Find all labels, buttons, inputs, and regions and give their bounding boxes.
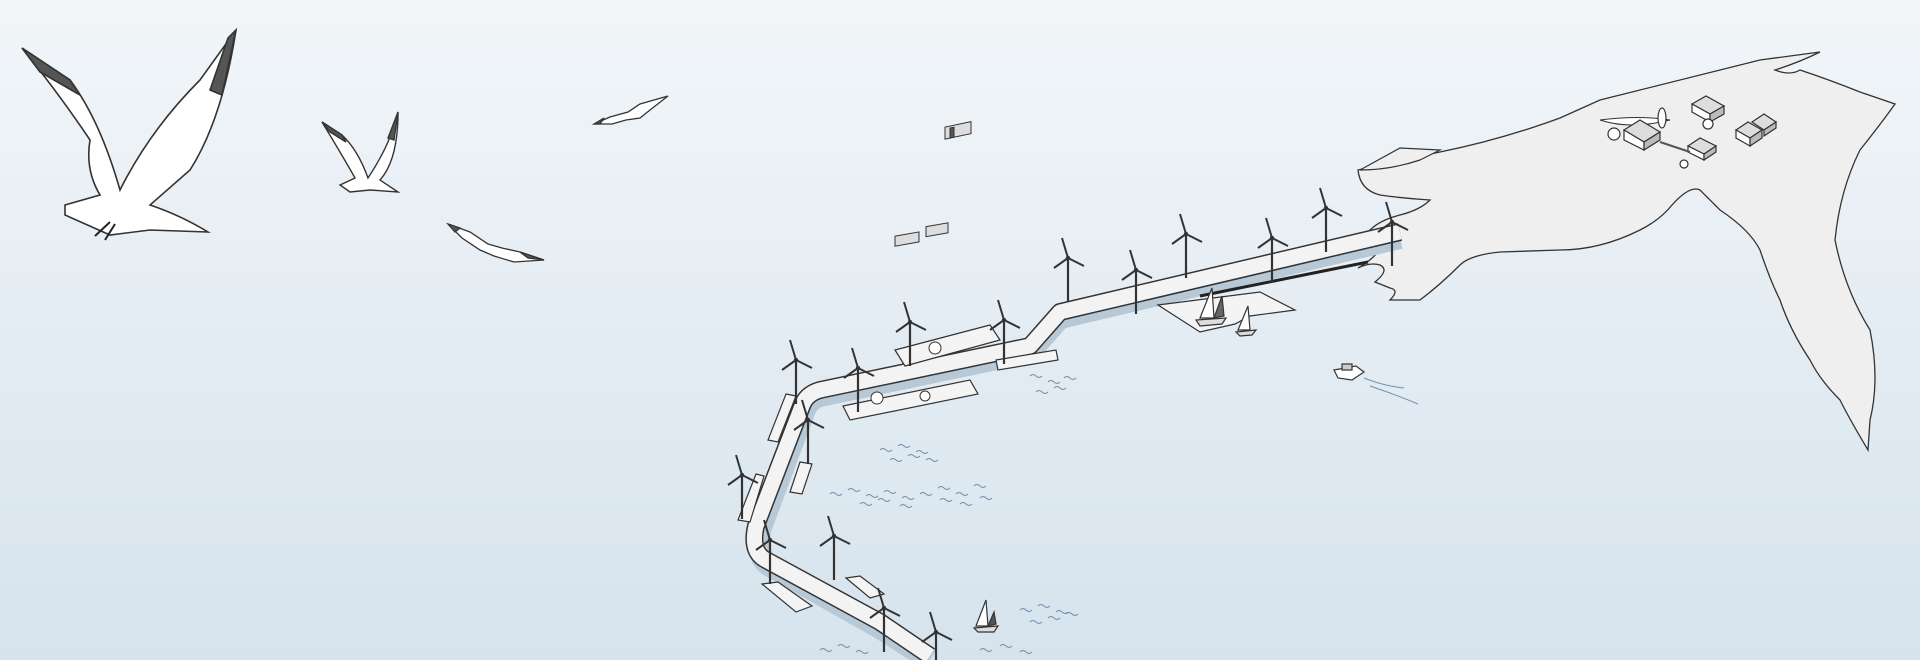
sailboat	[1234, 305, 1258, 337]
seagull-medium	[321, 111, 401, 193]
seagull-large	[21, 27, 238, 241]
sailboat	[1194, 287, 1228, 327]
boardwalk	[745, 223, 1403, 660]
house-1	[1622, 119, 1662, 152]
platform-village-low	[842, 379, 979, 421]
house-2	[1690, 95, 1726, 124]
platform-pier-left	[767, 393, 797, 443]
tree-2	[1702, 118, 1714, 130]
platform-pier-bottom-2	[844, 575, 886, 599]
platform-village-top	[894, 324, 1001, 367]
platform-pier-left-3	[737, 473, 765, 523]
house-5	[1750, 113, 1778, 138]
platform-marina	[1156, 291, 1297, 333]
seagull-small-2	[445, 222, 545, 263]
platform-village	[870, 121, 972, 405]
platform-1	[995, 349, 1059, 371]
sailboat	[972, 599, 1000, 633]
seagull-small-1	[591, 95, 669, 125]
tree-4	[1657, 107, 1667, 129]
platform-pier-bottom	[760, 581, 814, 613]
house-3	[1686, 137, 1718, 162]
tree-1	[1607, 127, 1621, 141]
platforms	[737, 291, 1297, 613]
sailboats	[972, 287, 1258, 633]
motorboat	[1333, 363, 1419, 405]
village	[1607, 95, 1778, 169]
house-4	[1734, 121, 1764, 148]
tree-3	[1679, 159, 1689, 169]
